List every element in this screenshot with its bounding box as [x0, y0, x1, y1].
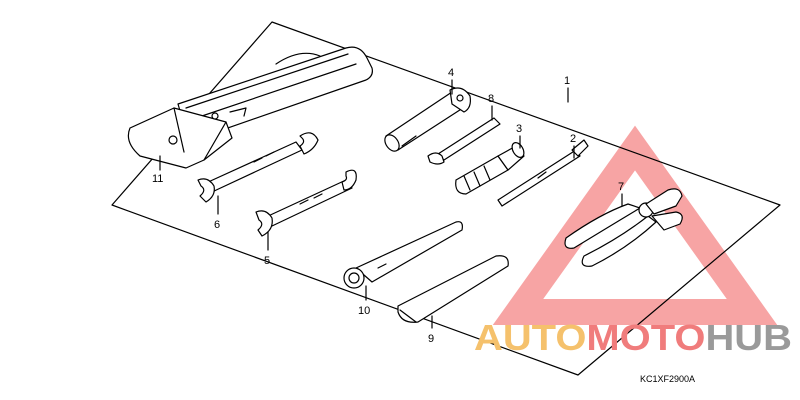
watermark-moto: MOTO — [586, 317, 705, 358]
part-label-3: 3 — [516, 123, 522, 135]
part-label-9: 9 — [428, 333, 434, 345]
box-spanner-drawing — [384, 87, 471, 152]
handle-drawing — [455, 142, 525, 195]
part-label-11: 11 — [152, 173, 163, 185]
wrench-small-drawing — [255, 169, 357, 237]
part-label-8: 8 — [488, 93, 494, 105]
pliers-drawing — [564, 188, 683, 267]
watermark-hub: HUB — [705, 317, 792, 358]
part-label-6: 6 — [214, 219, 220, 231]
part-label-1: 1 — [564, 75, 570, 87]
ring-wrench-drawing — [343, 221, 463, 289]
grip-drawing — [397, 255, 509, 323]
part-label-7: 7 — [618, 181, 624, 193]
wrench-large-drawing — [197, 132, 319, 203]
part-label-2: 2 — [570, 133, 576, 145]
part-label-5: 5 — [264, 255, 270, 267]
tool-bag-drawing — [127, 46, 373, 169]
part-labels: 1 2 3 4 5 6 7 8 9 10 11 — [152, 67, 624, 345]
part-label-10: 10 — [358, 305, 370, 317]
watermark-triangle-icon — [492, 125, 778, 325]
screwdriver-drawing — [497, 139, 589, 207]
part-label-4: 4 — [448, 67, 454, 79]
diagram-code: KC1XF2900A — [640, 374, 695, 384]
leader-lines — [159, 79, 623, 329]
spoke-wrench-drawing — [427, 117, 501, 165]
watermark-auto: AUTO — [474, 317, 586, 358]
